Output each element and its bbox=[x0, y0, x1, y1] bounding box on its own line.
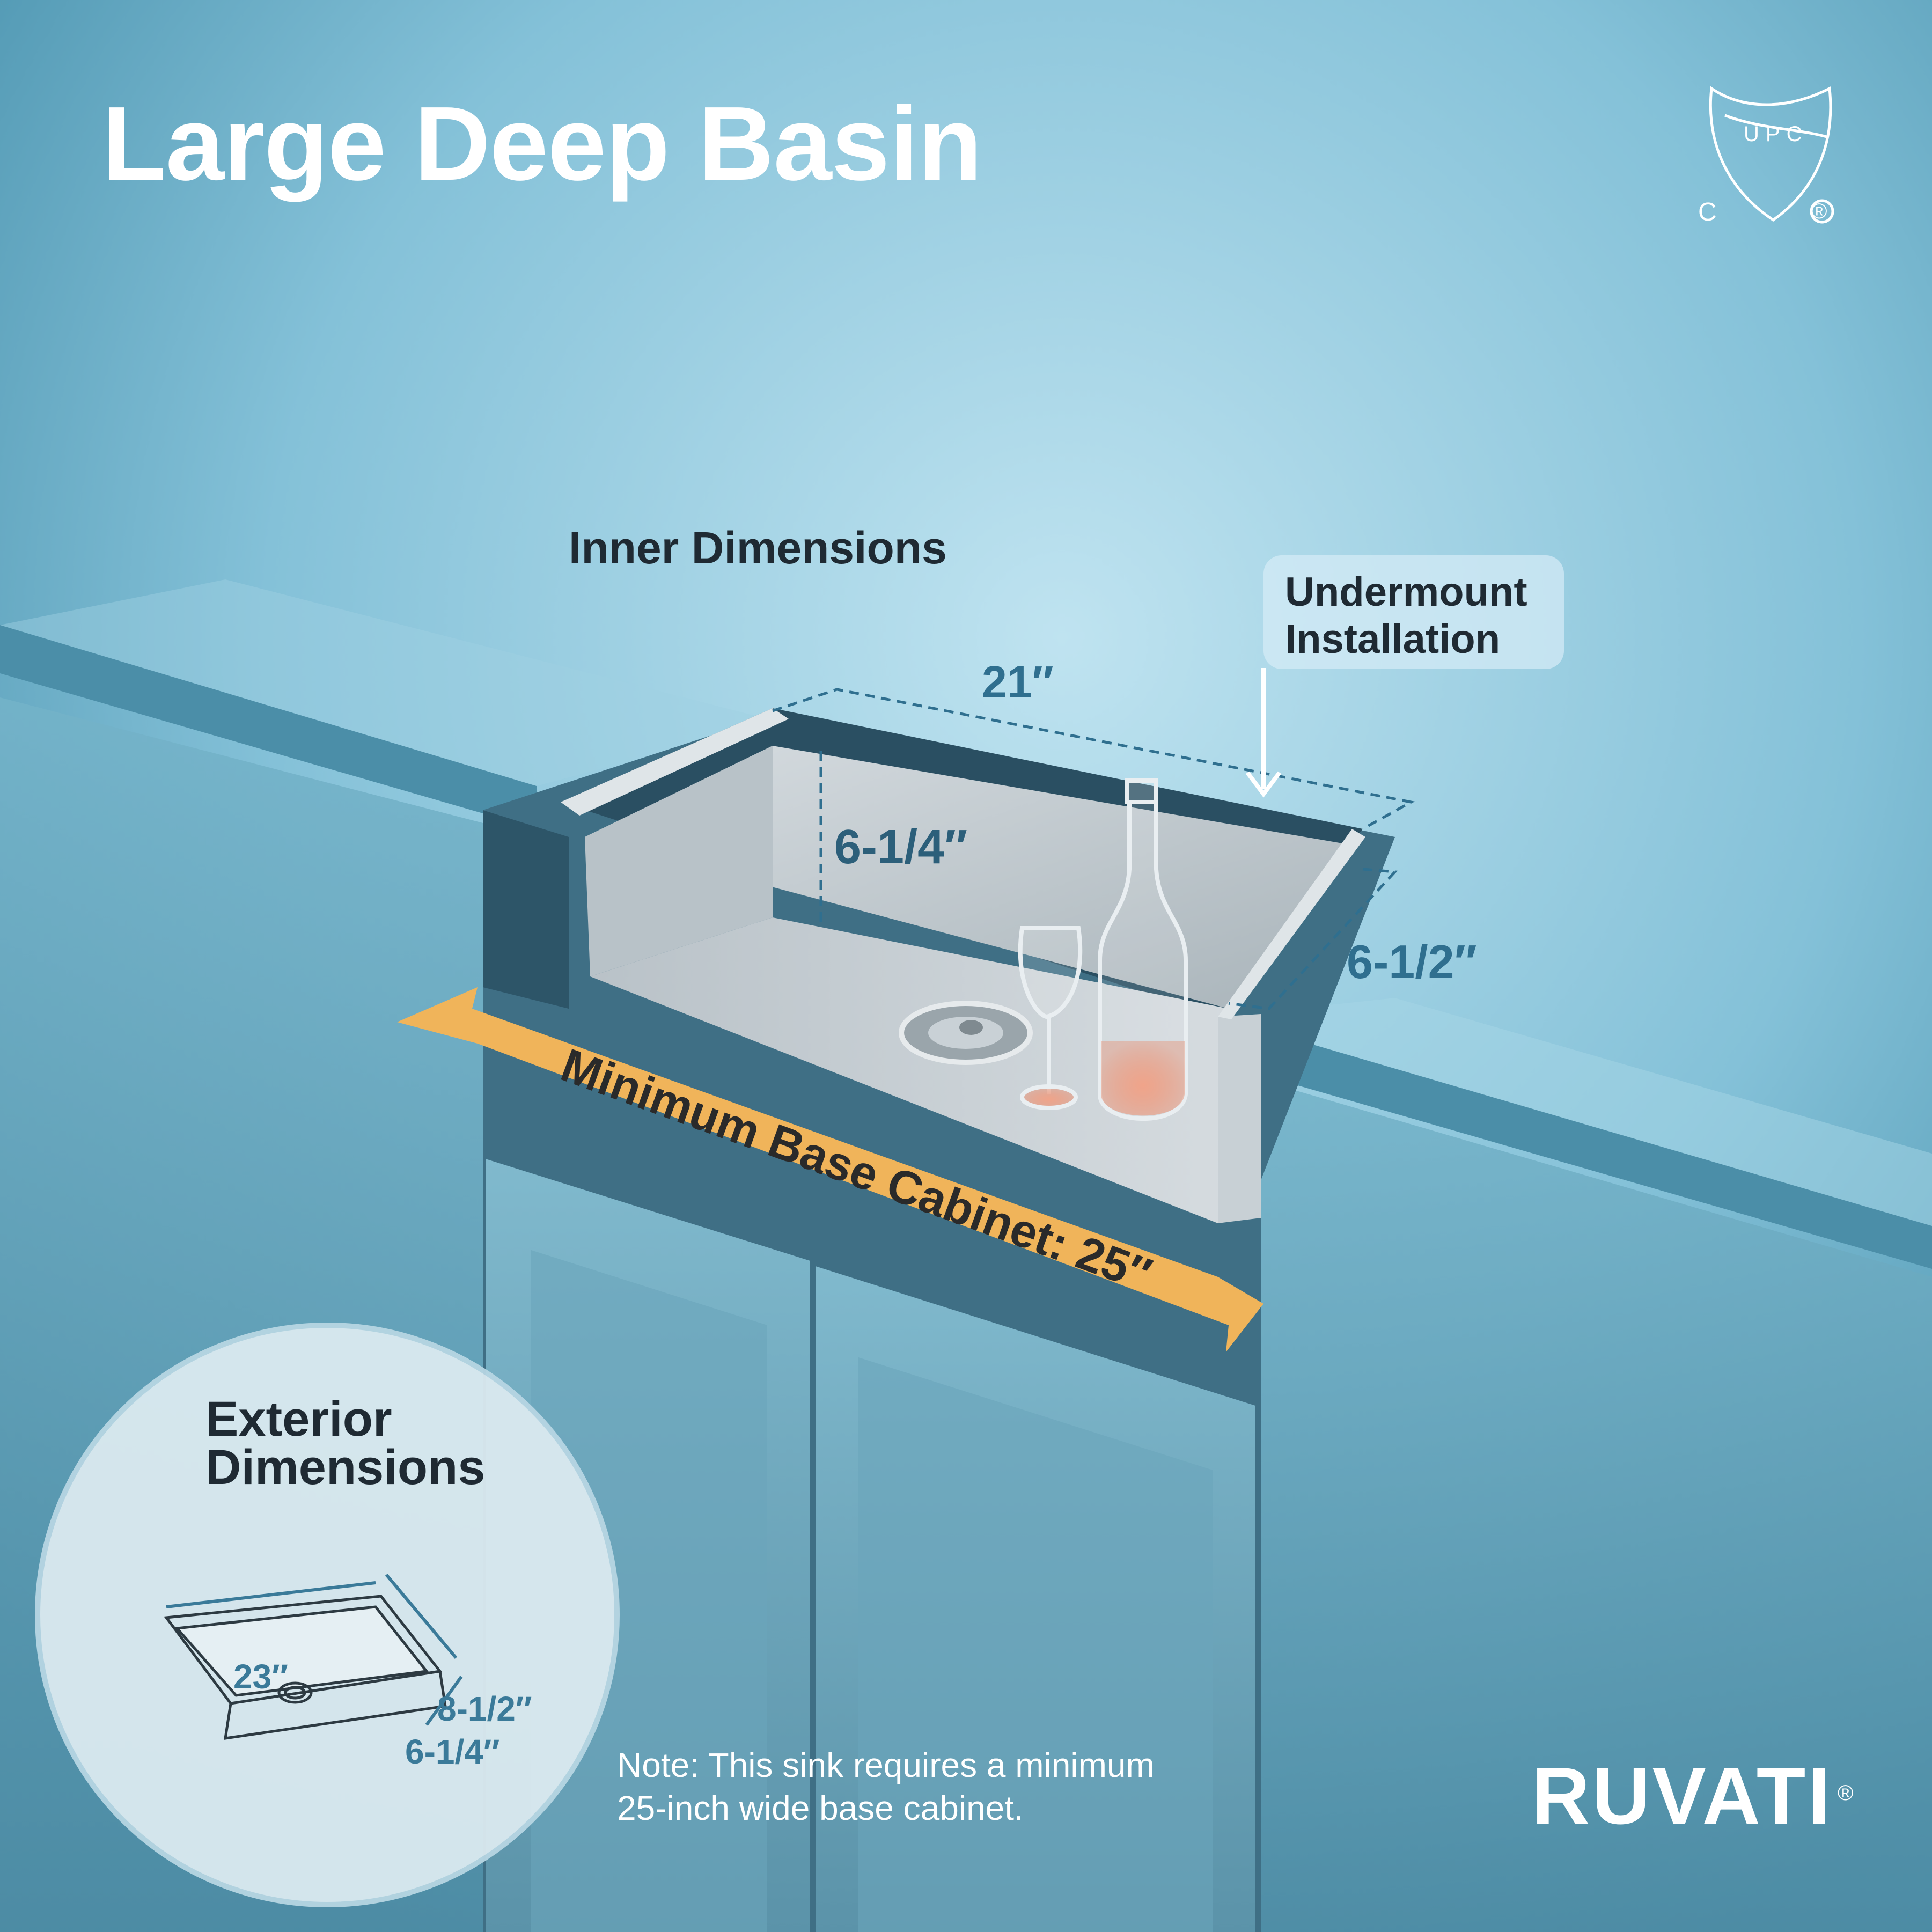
note-line-2: 25-inch wide base cabinet. bbox=[617, 1789, 1024, 1827]
exterior-inset bbox=[35, 1323, 620, 1907]
cupc-letters: UPC bbox=[1744, 122, 1809, 146]
exterior-sink-icon bbox=[164, 1595, 447, 1740]
sink-back-wall bbox=[585, 746, 1352, 1009]
brand-registered-mark: ® bbox=[1838, 1781, 1854, 1805]
inner-width-label: 21″ bbox=[982, 657, 1054, 707]
inner-front-width-label: 6-1/2″ bbox=[1347, 935, 1477, 988]
sink-left-wall bbox=[585, 746, 773, 976]
lower-wall-right bbox=[1218, 1068, 1932, 1932]
inner-depth-label: 6-1/4″ bbox=[834, 820, 968, 874]
exterior-width-label: 23″ bbox=[233, 1657, 288, 1696]
page-title: Large Deep Basin bbox=[102, 85, 982, 202]
exterior-dimension-arrows bbox=[166, 1574, 463, 1726]
cupc-registered-mark: ® bbox=[1811, 200, 1827, 223]
wine-glass-icon bbox=[1018, 926, 1083, 1110]
cabinet-door-left-panel bbox=[531, 1250, 767, 1932]
sink-flange bbox=[561, 708, 789, 816]
callout-line-1: Undermount bbox=[1285, 569, 1527, 615]
countertop-left bbox=[0, 625, 537, 829]
installation-callout bbox=[1263, 555, 1564, 669]
exterior-depth-label: 8-1/2″ bbox=[437, 1689, 532, 1728]
brand-logo: RUVATI bbox=[1532, 1751, 1833, 1841]
cabinet-shadow bbox=[483, 810, 569, 1009]
exterior-height-label: 6-1/4″ bbox=[405, 1732, 500, 1771]
wine-bottle-icon bbox=[1098, 778, 1188, 1121]
inner-dimensions-label: Inner Dimensions bbox=[569, 523, 947, 573]
countertop-right bbox=[1218, 1017, 1932, 1269]
sink-flange-right bbox=[1218, 829, 1365, 1019]
double-arrow-icon bbox=[397, 987, 1263, 1352]
exterior-title-line-2: Dimensions bbox=[205, 1440, 486, 1495]
arrow-down-icon bbox=[1245, 668, 1282, 798]
cupc-c-letter: C bbox=[1698, 198, 1717, 226]
countertop-right-top bbox=[1218, 998, 1932, 1226]
exterior-title-line-1: Exterior bbox=[205, 1392, 392, 1446]
inner-dimension-guides bbox=[772, 688, 1415, 1010]
sink-front-wall bbox=[1218, 1014, 1261, 1223]
cupc-shield-icon bbox=[1709, 86, 1834, 224]
countertop-left-top bbox=[0, 579, 778, 786]
callout-line-2: Installation bbox=[1285, 616, 1501, 662]
note-line-1: Note: This sink requires a minimum bbox=[617, 1746, 1155, 1784]
cabinet-door-right-panel bbox=[858, 1357, 1213, 1932]
